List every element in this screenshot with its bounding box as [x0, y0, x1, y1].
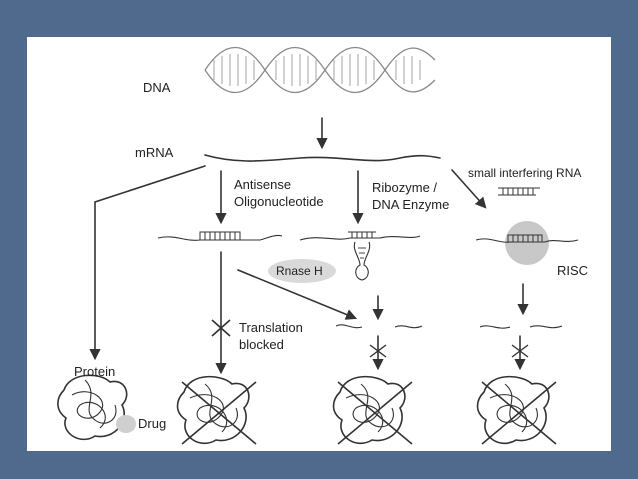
label-dna: DNA	[143, 80, 171, 95]
cleaved-fragments-middle	[335, 324, 423, 329]
rnase-h-bubble	[268, 259, 336, 283]
label-mrna: mRNA	[135, 145, 174, 160]
label-translation-2: blocked	[239, 337, 284, 352]
label-drug: Drug	[138, 416, 167, 431]
arrow-mrna-to-protein	[89, 165, 206, 361]
label-rnase-h: Rnase H	[276, 264, 323, 278]
protein-blocked-risc	[476, 375, 557, 445]
mrna-strand	[204, 154, 441, 162]
label-protein: Protein	[74, 364, 116, 379]
cleaved-fragments-right	[479, 325, 563, 329]
label-antisense-2: Oligonucleotide	[234, 194, 324, 209]
risc-bubble	[505, 221, 549, 265]
protein-blocked-ribozyme	[332, 375, 413, 445]
antisense-bound-mrna	[157, 231, 283, 241]
ribozyme-bound-mrna	[299, 231, 421, 281]
protein-blocked-antisense	[176, 375, 257, 445]
blocked-arrow-right	[511, 335, 529, 371]
label-sirna: small interfering RNA	[468, 166, 582, 180]
dna-helix	[204, 46, 436, 94]
arrow-rnase-h	[237, 269, 358, 320]
label-antisense-1: Antisense	[234, 177, 292, 192]
label-risc: RISC	[557, 263, 589, 278]
drug-molecule	[116, 415, 136, 433]
risc-bound-mrna	[475, 221, 579, 265]
protein-with-drug	[57, 374, 136, 441]
sirna-duplex	[498, 187, 540, 196]
label-translation-1: Translation	[239, 320, 303, 335]
label-ribozyme-1: Ribozyme /	[372, 180, 438, 195]
arrow-sirna-diagonal	[451, 169, 487, 209]
label-ribozyme-2: DNA Enzyme	[372, 197, 450, 212]
blocked-arrow-middle	[369, 335, 387, 371]
translation-blocked-x	[211, 319, 231, 337]
